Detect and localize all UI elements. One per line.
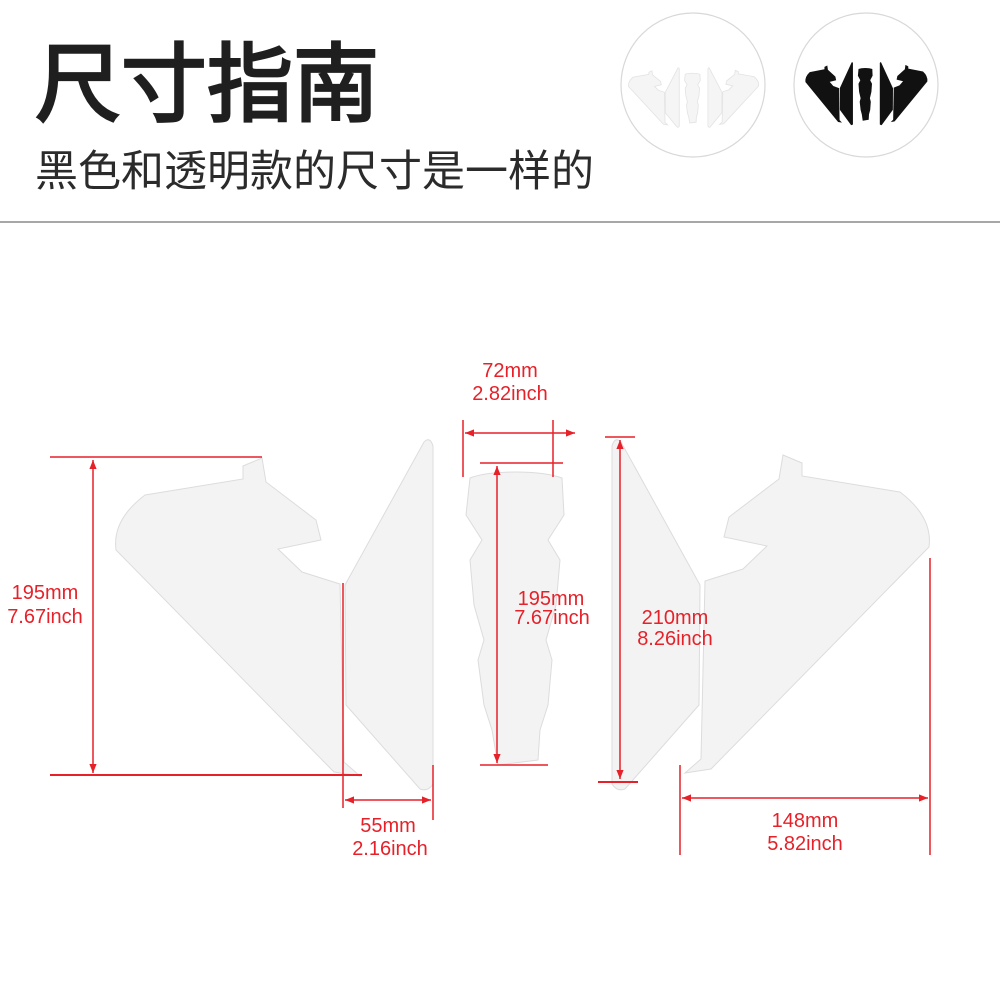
pad-set — [115, 439, 930, 791]
dim-right-pad-width-inch: 5.82inch — [767, 833, 843, 855]
center-tank-pad — [465, 471, 565, 766]
dim-left-strip-width-mm: 55mm — [360, 815, 416, 837]
left-side-pad — [115, 457, 362, 777]
dim-left-strip-width: 55mm 2.16inch — [342, 583, 434, 860]
page-subtitle: 黑色和透明款的尺寸是一样的 — [35, 148, 594, 196]
dim-center-pad-height-inch: 7.67inch — [514, 607, 590, 629]
dim-right-pad-width: 148mm 5.82inch — [679, 558, 931, 855]
dim-center-pad-width: 72mm 2.82inch — [462, 360, 575, 477]
dim-left-strip-width-inch: 2.16inch — [352, 838, 428, 860]
pads-diagram — [115, 439, 930, 791]
dim-right-pad-width-mm: 148mm — [772, 810, 839, 832]
dim-center-pad-height: 195mm 7.67inch — [480, 462, 590, 766]
dim-center-pad-width-inch: 2.82inch — [472, 383, 548, 405]
clear-pad-set-icon — [620, 12, 766, 158]
dim-right-strip-height-mm: 210mm — [642, 607, 709, 629]
dim-left-pad-height-inch: 7.67inch — [7, 606, 83, 628]
dim-center-pad-height-mm: 195mm — [518, 588, 585, 610]
dim-right-strip-height: 210mm 8.26inch — [598, 436, 713, 783]
page-title: 尺寸指南 — [35, 37, 379, 133]
black-pad-set-icon — [793, 12, 939, 158]
dim-center-pad-width-mm: 72mm — [482, 360, 538, 382]
dim-left-pad-height: 195mm 7.67inch — [7, 456, 362, 776]
dim-left-pad-height-mm: 195mm — [12, 582, 79, 604]
variant-icons — [620, 12, 939, 158]
dim-right-strip-height-inch: 8.26inch — [637, 628, 713, 650]
